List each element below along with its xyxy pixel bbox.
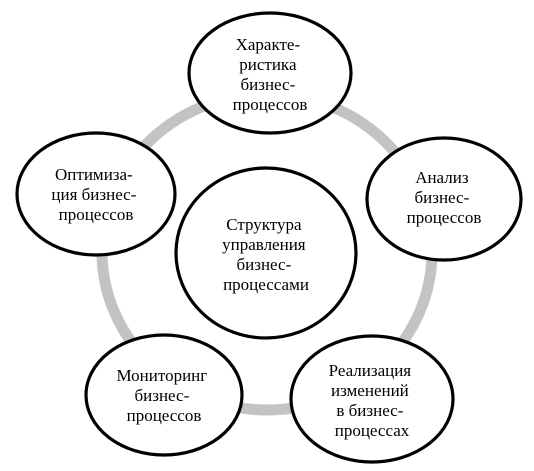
center-node-line: процессами [223, 275, 309, 294]
node-implementation: Реализация изменений в бизнес- процессах [289, 334, 455, 464]
center-node-line: бизнес- [237, 255, 292, 274]
node-line: бизнес- [241, 75, 296, 94]
node-characteristic-label: Характе- ристика бизнес- процессов [233, 35, 308, 114]
node-line: Мониторинг [116, 366, 207, 385]
node-line: бизнес- [135, 386, 190, 405]
node-line: Оптимиза- [55, 165, 133, 184]
node-monitoring-label: Мониторинг бизнес- процессов [116, 366, 211, 425]
node-analysis: Анализ бизнес- процессов [365, 136, 523, 262]
node-optimization-label: Оптимиза- ция бизнес- процессов [51, 165, 140, 224]
node-line: процессов [59, 205, 134, 224]
center-node-line: управления [222, 235, 306, 254]
node-line: изменений [331, 381, 409, 400]
node-optimization: Оптимиза- ция бизнес- процессов [15, 131, 177, 257]
center-node: Структура управления бизнес- процессами [174, 166, 358, 340]
node-optimization-shape [15, 131, 177, 257]
node-line: ция бизнес- [51, 185, 136, 204]
node-line: процессов [233, 95, 308, 114]
node-line: процессах [335, 421, 410, 440]
node-line: Характе- [236, 35, 301, 54]
node-characteristic-shape [187, 11, 353, 135]
node-monitoring: Мониторинг бизнес- процессов [84, 333, 244, 457]
center-node-line: Структура [226, 215, 302, 234]
center-node-shape [174, 166, 358, 340]
node-line: бизнес- [415, 188, 470, 207]
node-line: в бизнес- [336, 401, 403, 420]
node-line: ристика [239, 55, 297, 74]
center-node-label: Структура управления бизнес- процессами [222, 215, 310, 294]
node-characteristic: Характе- ристика бизнес- процессов [187, 11, 353, 135]
node-line: процессов [407, 208, 482, 227]
node-monitoring-shape [84, 333, 244, 457]
node-analysis-shape [365, 136, 523, 262]
node-analysis-label: Анализ бизнес- процессов [407, 168, 482, 227]
node-implementation-label: Реализация изменений в бизнес- процессах [329, 361, 416, 440]
node-line: Анализ [415, 168, 469, 187]
node-line: Реализация [329, 361, 412, 380]
node-line: процессов [127, 406, 202, 425]
node-implementation-shape [289, 334, 455, 464]
